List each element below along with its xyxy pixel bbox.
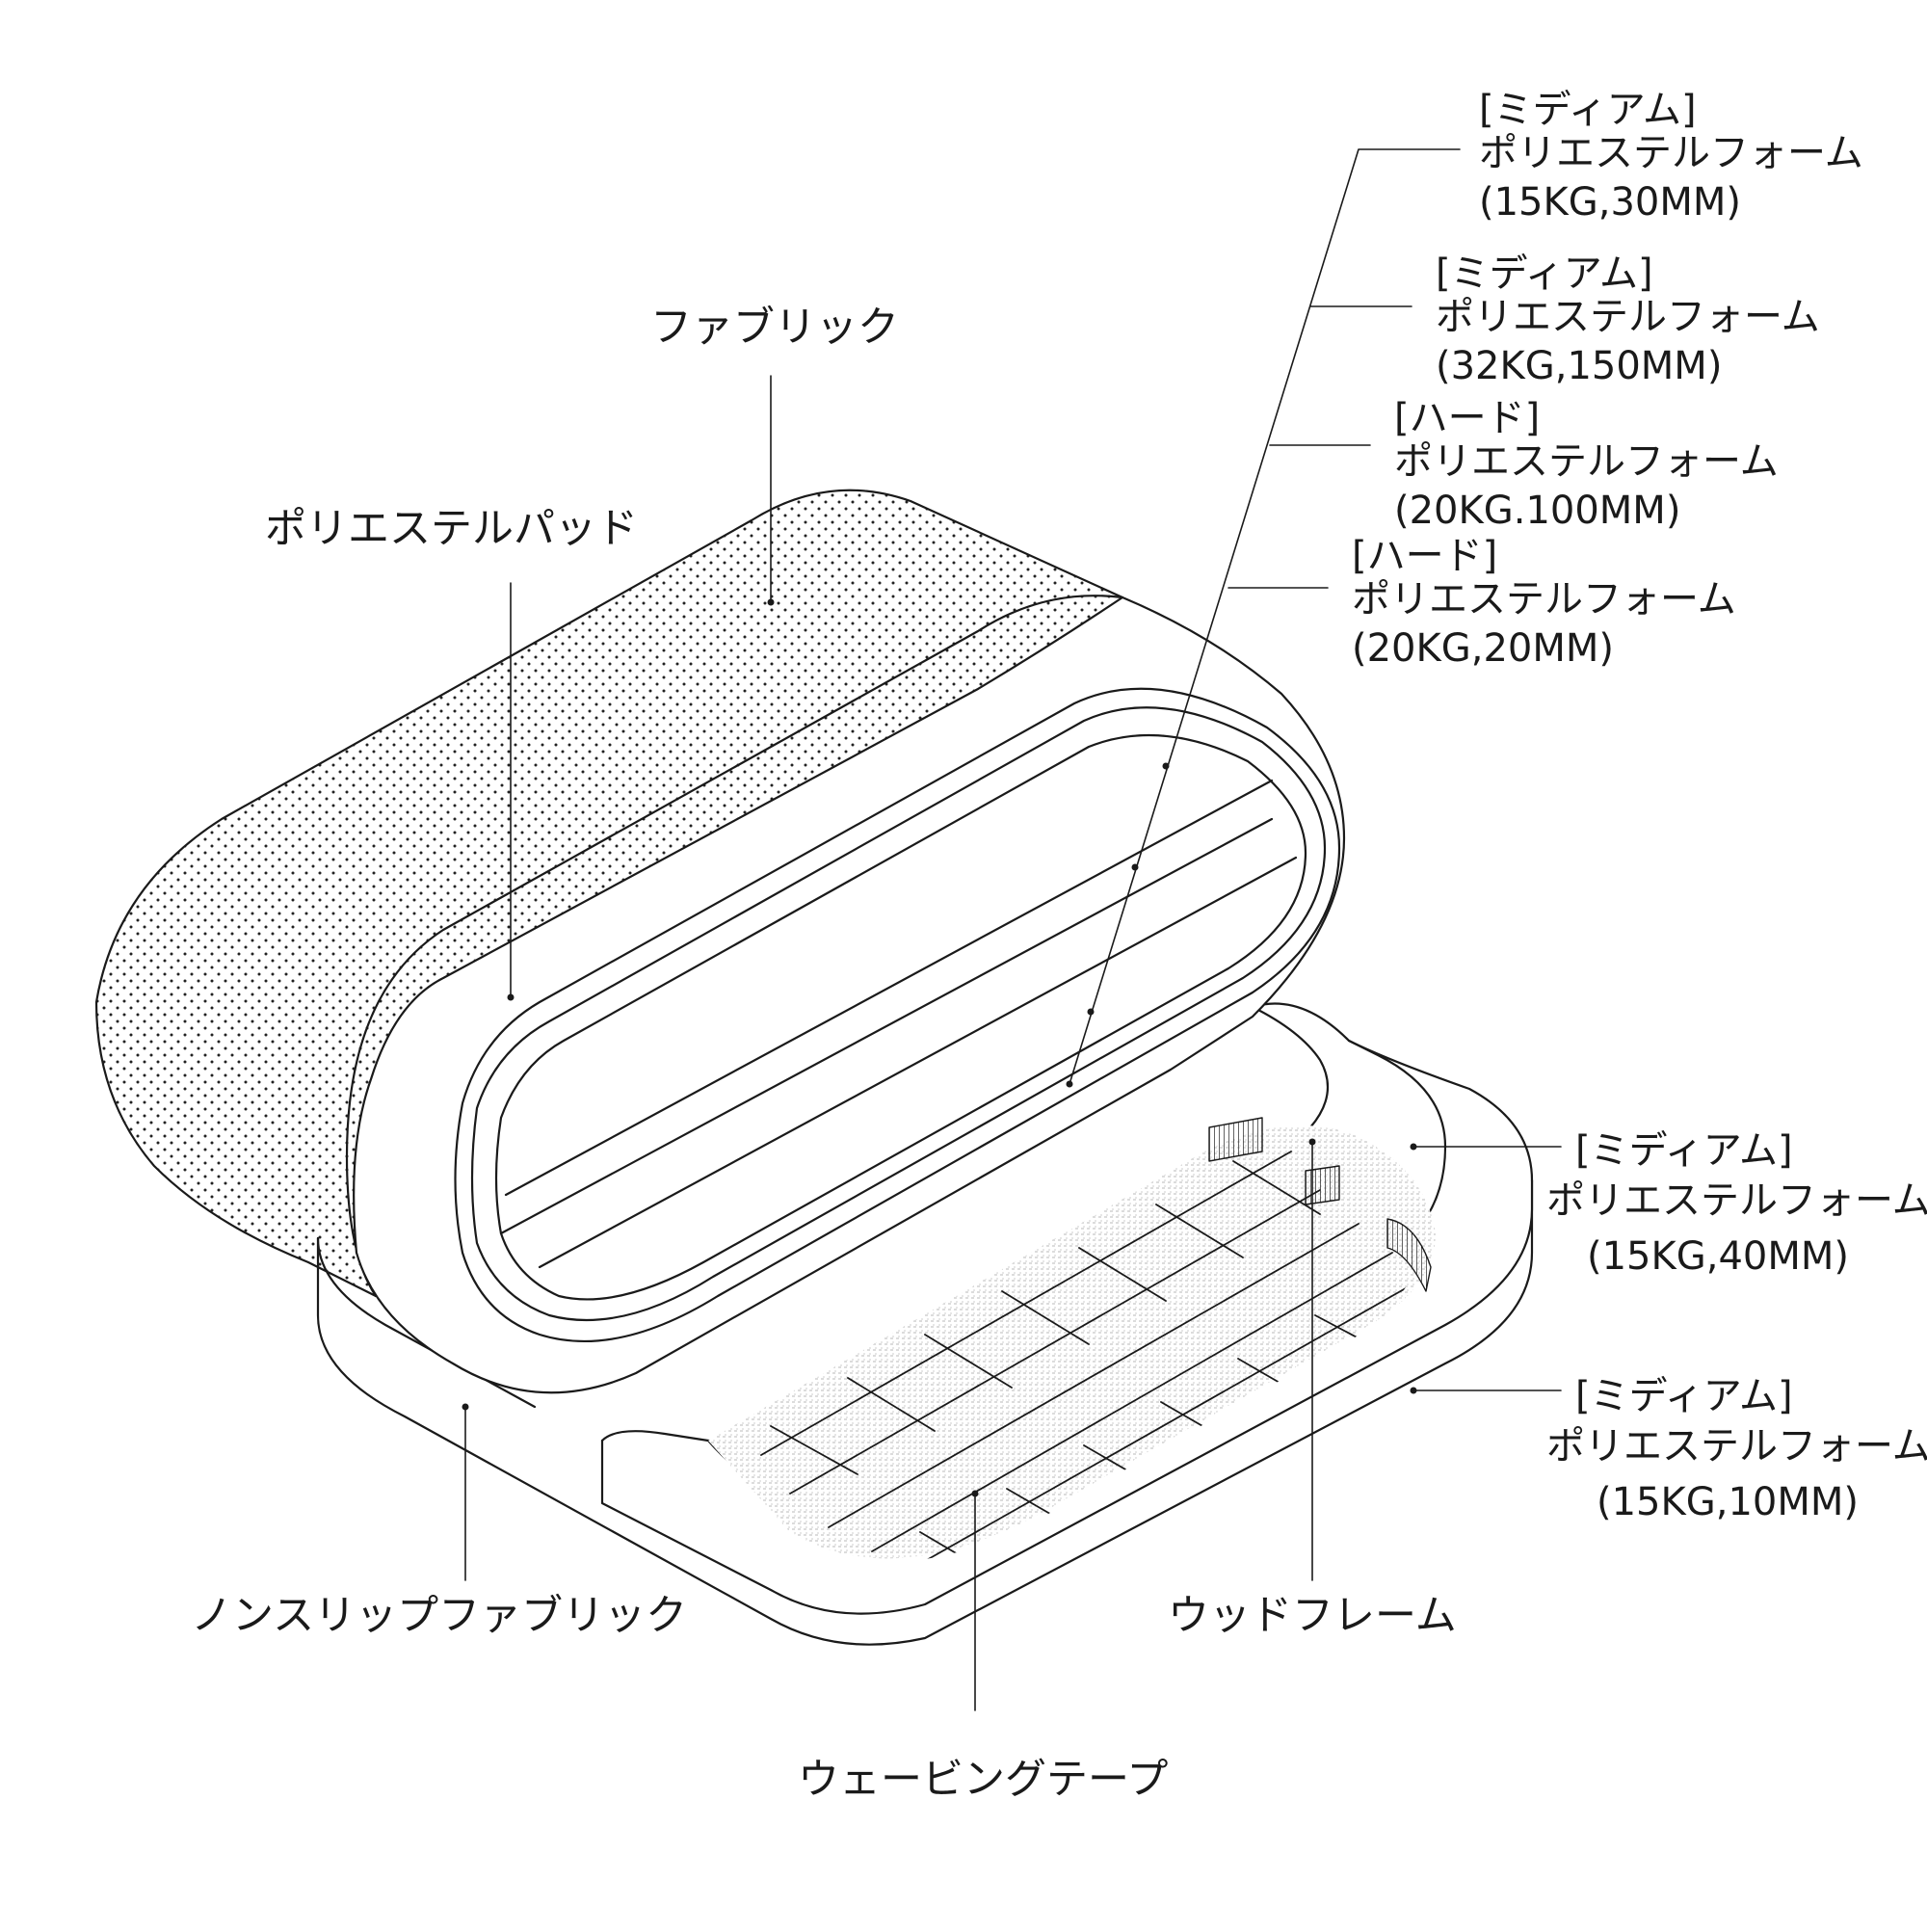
- foam-spec-1-size: (15KG,30MM): [1479, 179, 1741, 225]
- foam-spec-3-grade: [ハード]: [1394, 396, 1541, 440]
- foam-spec-2-material: ポリエステルフォーム: [1436, 294, 1820, 339]
- leader-dots: [462, 598, 1417, 1497]
- foam-spec-6-material: ポリエステルフォーム: [1546, 1424, 1927, 1469]
- foam-spec-4-size: (20KG,20MM): [1352, 625, 1614, 671]
- foam-spec-5: [ミディアム] ポリエステルフォーム (15KG,40MM): [1546, 1125, 1927, 1282]
- foam-spec-6-grade: [ミディアム]: [1575, 1374, 1793, 1418]
- foam-spec-5-material: ポリエステルフォーム: [1546, 1178, 1927, 1223]
- label-webbing-tape: ウェービングテープ: [798, 1756, 1169, 1804]
- foam-spec-4-grade: [ハード]: [1352, 534, 1498, 578]
- foam-spec-3-material: ポリエステルフォーム: [1394, 438, 1779, 484]
- foam-spec-3-size: (20KG.100MM): [1394, 488, 1681, 533]
- foam-spec-1-material: ポリエステルフォーム: [1479, 130, 1863, 175]
- label-fabric: ファブリック: [650, 304, 899, 352]
- label-polyester-pad: ポリエステルパッド: [265, 505, 638, 553]
- foam-spec-1: [ミディアム] ポリエステルフォーム (15KG,30MM): [1479, 89, 1863, 224]
- foam-spec-4: [ハード] ポリエステルフォーム (20KG,20MM): [1352, 535, 1736, 670]
- foam-spec-5-size: (15KG,40MM): [1587, 1234, 1849, 1279]
- foam-spec-3: [ハード] ポリエステルフォーム (20KG.100MM): [1394, 397, 1779, 532]
- leader-lines: [464, 148, 1562, 1711]
- foam-spec-5-grade: [ミディアム]: [1575, 1128, 1793, 1173]
- foam-spec-2-size: (32KG,150MM): [1436, 343, 1723, 388]
- foam-spec-2-grade: [ミディアム]: [1436, 251, 1653, 296]
- label-wood-frame: ウッドフレーム: [1168, 1592, 1457, 1640]
- foam-spec-2: [ミディアム] ポリエステルフォーム (32KG,150MM): [1436, 252, 1820, 387]
- back-cushion-front: [353, 595, 1346, 1394]
- foam-spec-1-grade: [ミディアム]: [1479, 88, 1697, 132]
- foam-spec-6-size: (15KG,10MM): [1597, 1480, 1859, 1524]
- foam-spec-4-material: ポリエステルフォーム: [1352, 576, 1736, 622]
- label-nonslip-fabric: ノンスリップファブリック: [191, 1592, 688, 1640]
- foam-spec-6: [ミディアム] ポリエステルフォーム (15KG,10MM): [1546, 1371, 1927, 1527]
